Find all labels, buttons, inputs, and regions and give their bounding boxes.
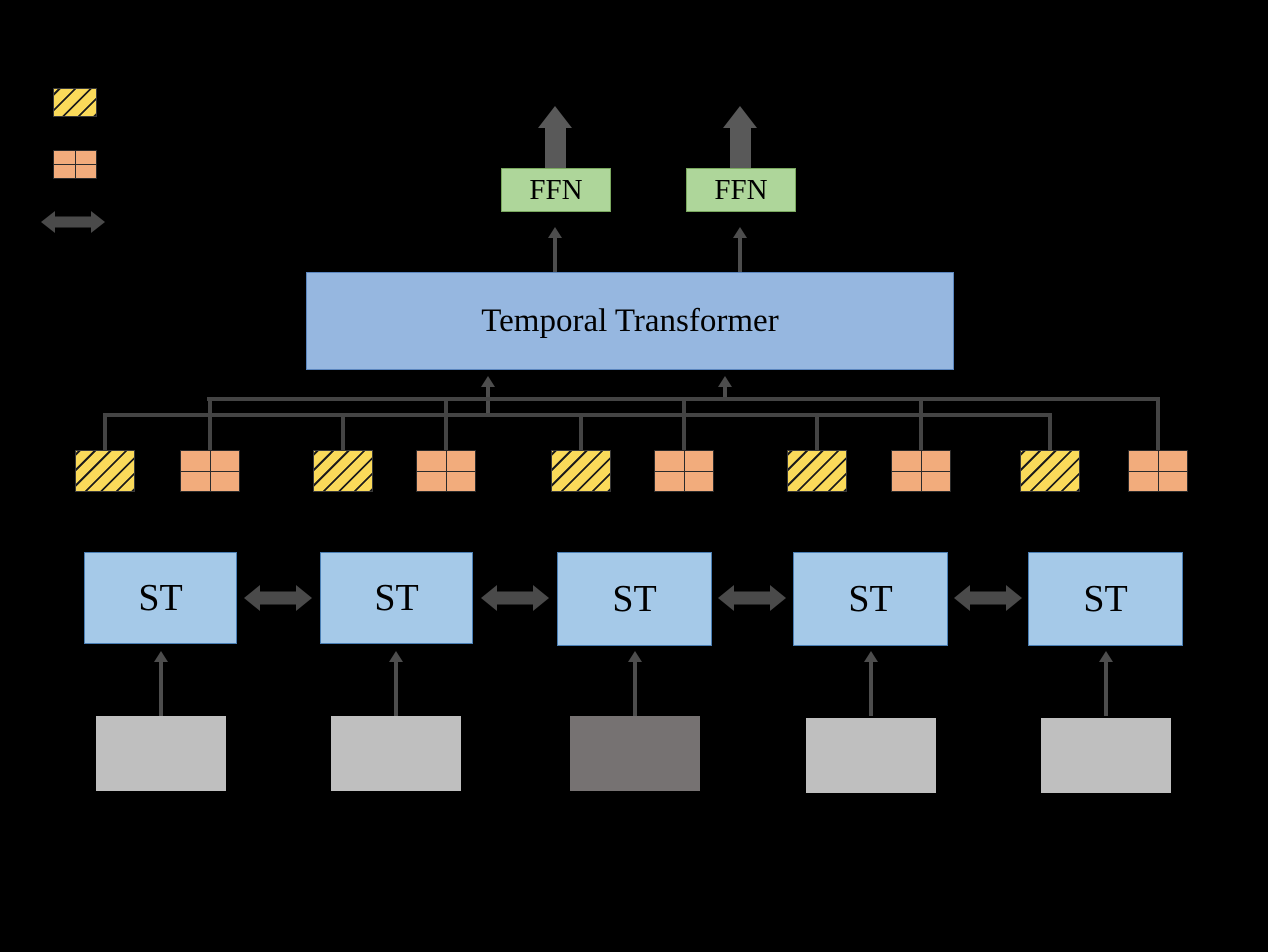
token-hatched-3[interactable]: [551, 450, 611, 492]
ffn-block-2[interactable]: FFN: [686, 168, 796, 212]
spatial-block-label-3: ST: [612, 578, 657, 620]
input-frame-4[interactable]: [806, 718, 936, 793]
hatched-token-drop-5: [1048, 413, 1052, 450]
st-interaction-arrow-2: [481, 580, 549, 616]
st-interaction-arrow-1: [244, 580, 312, 616]
token-hatched-4[interactable]: [787, 450, 847, 492]
spatial-block-3[interactable]: ST: [557, 552, 712, 646]
grid-token-drop-4: [919, 397, 923, 450]
frame-to-st-head-5: [1099, 651, 1113, 662]
grid-token-drop-5: [1156, 397, 1160, 450]
hatched-token-drop-1: [103, 413, 107, 450]
st-interaction-arrow-4: [954, 580, 1022, 616]
legend-grid-token-swatch: [53, 150, 97, 179]
ffn-label-2: FFN: [714, 173, 768, 206]
spatial-block-2[interactable]: ST: [320, 552, 473, 644]
output-arrow-head-2: [723, 106, 757, 128]
token-hatched-2[interactable]: [313, 450, 373, 492]
hatched-token-bus: [105, 413, 1050, 417]
token-grid-4[interactable]: [891, 450, 951, 492]
spatial-block-label-2: ST: [374, 577, 419, 619]
input-frame-3[interactable]: [570, 716, 700, 791]
ffn-label-1: FFN: [529, 173, 583, 206]
output-arrow-shaft-1: [545, 128, 566, 170]
hatched-token-drop-2: [341, 413, 345, 450]
frame-to-st-head-3: [628, 651, 642, 662]
token-grid-5[interactable]: [1128, 450, 1188, 492]
spatial-block-5[interactable]: ST: [1028, 552, 1183, 646]
temporal-transformer-label: Temporal Transformer: [481, 302, 779, 339]
transformer-to-ffn-shaft-1: [553, 238, 557, 272]
hatched-bus-to-transformer-head: [481, 376, 495, 387]
transformer-to-ffn-shaft-2: [738, 238, 742, 272]
output-arrow-shaft-2: [730, 128, 751, 170]
frame-to-st-shaft-2: [394, 662, 398, 716]
token-grid-2[interactable]: [416, 450, 476, 492]
frame-to-st-head-4: [864, 651, 878, 662]
token-hatched-1[interactable]: [75, 450, 135, 492]
input-frame-1[interactable]: [96, 716, 226, 791]
spatial-block-4[interactable]: ST: [793, 552, 948, 646]
grid-token-drop-3: [682, 397, 686, 450]
frame-to-st-head-2: [389, 651, 403, 662]
input-frame-2[interactable]: [331, 716, 461, 791]
ffn-block-1[interactable]: FFN: [501, 168, 611, 212]
input-frame-5[interactable]: [1041, 718, 1171, 793]
frame-to-st-shaft-5: [1104, 662, 1108, 716]
token-grid-3[interactable]: [654, 450, 714, 492]
token-grid-1[interactable]: [180, 450, 240, 492]
legend-hatched-token-swatch: [53, 88, 97, 117]
transformer-to-ffn-head-1: [548, 227, 562, 238]
temporal-transformer-block[interactable]: Temporal Transformer: [306, 272, 954, 370]
token-hatched-5[interactable]: [1020, 450, 1080, 492]
grid-bus-to-transformer-shaft: [723, 387, 727, 399]
spatial-block-1[interactable]: ST: [84, 552, 237, 644]
hatched-token-drop-3: [579, 413, 583, 450]
hatched-token-drop-4: [815, 413, 819, 450]
hatched-bus-to-transformer-shaft: [486, 387, 490, 415]
spatial-block-label-4: ST: [848, 578, 893, 620]
legend-bidirectional-arrow-swatch: [41, 208, 105, 236]
frame-to-st-shaft-3: [633, 662, 637, 716]
grid-bus-to-transformer-head: [718, 376, 732, 387]
grid-token-drop-2: [444, 397, 448, 450]
spatial-block-label-1: ST: [138, 577, 183, 619]
spatial-block-label-5: ST: [1083, 578, 1128, 620]
st-interaction-arrow-3: [718, 580, 786, 616]
output-arrow-head-1: [538, 106, 572, 128]
transformer-to-ffn-head-2: [733, 227, 747, 238]
grid-token-drop-1: [208, 397, 212, 450]
frame-to-st-shaft-1: [159, 662, 163, 716]
frame-to-st-head-1: [154, 651, 168, 662]
frame-to-st-shaft-4: [869, 662, 873, 716]
